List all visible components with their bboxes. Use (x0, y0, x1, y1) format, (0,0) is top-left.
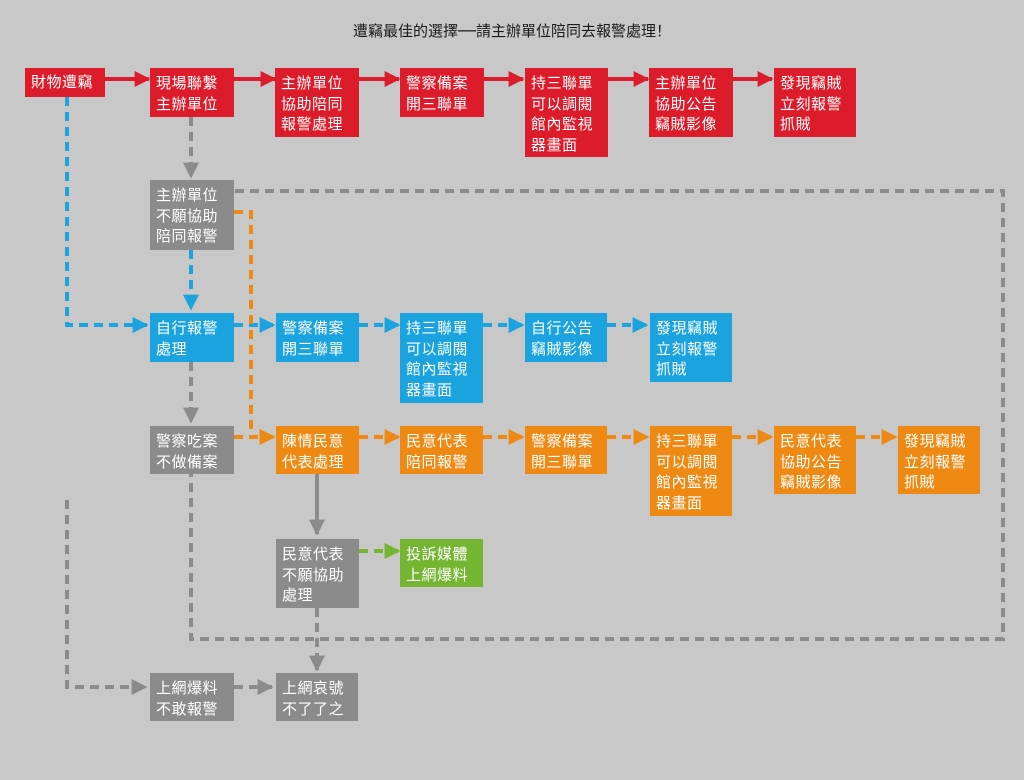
node-online-lament: 上網哀號 不了了之 (276, 673, 358, 721)
node-police-report-red: 警察備案 開三聯單 (400, 68, 484, 117)
node-rep-accompany: 民意代表 陪同報警 (400, 426, 483, 474)
node-view-cctv-red: 持三聯單 可以調閱 館內監視 器畫面 (525, 68, 608, 157)
node-online-no-report: 上網爆料 不敢報警 (150, 673, 234, 721)
node-self-post: 自行公告 竊賊影像 (525, 313, 607, 362)
node-organizer-refuses: 主辦單位 不願協助 陪同報警 (150, 180, 234, 250)
node-view-cctv-orange: 持三聯單 可以調閱 館內監視 器畫面 (650, 426, 732, 516)
node-view-cctv-blue: 持三聯單 可以調閱 館內監視 器畫面 (400, 313, 483, 403)
node-theft: 財物遭竊 (25, 68, 105, 97)
edge-refuses-to-petition (234, 210, 276, 445)
node-catch-blue: 發現竊賊 立刻報警 抓賊 (650, 313, 732, 382)
node-organizer-post: 主辦單位 協助公告 竊賊影像 (649, 68, 733, 137)
node-organizer-assists: 主辦單位 協助陪同 報警處理 (275, 68, 359, 137)
node-police-report-orange: 警察備案 開三聯單 (525, 426, 607, 474)
node-contact-organizer: 現場聯繫 主辦單位 (150, 68, 234, 117)
node-self-report: 自行報警 處理 (150, 313, 234, 362)
node-police-report-blue: 警察備案 開三聯單 (276, 313, 359, 362)
node-catch-orange: 發現竊賊 立刻報警 抓賊 (898, 426, 980, 494)
node-rep-post: 民意代表 協助公告 竊賊影像 (774, 426, 856, 494)
edge-theft-to-self-report (65, 97, 149, 333)
edge-refuses-loop-right (189, 189, 1005, 641)
node-rep-refuses: 民意代表 不願協助 處理 (276, 539, 359, 608)
node-petition-rep: 陳情民意 代表處理 (276, 426, 359, 474)
node-catch-red: 發現竊賊 立刻報警 抓賊 (774, 68, 856, 137)
node-media-complaint: 投訴媒體 上網爆料 (400, 539, 483, 587)
diagram-title: 遭竊最佳的選擇──請主辦單位陪同去報警處理！ (352, 22, 672, 40)
node-police-ignore: 警察吃案 不做備案 (150, 426, 234, 474)
edge-theft-to-online-no-report (65, 500, 148, 695)
